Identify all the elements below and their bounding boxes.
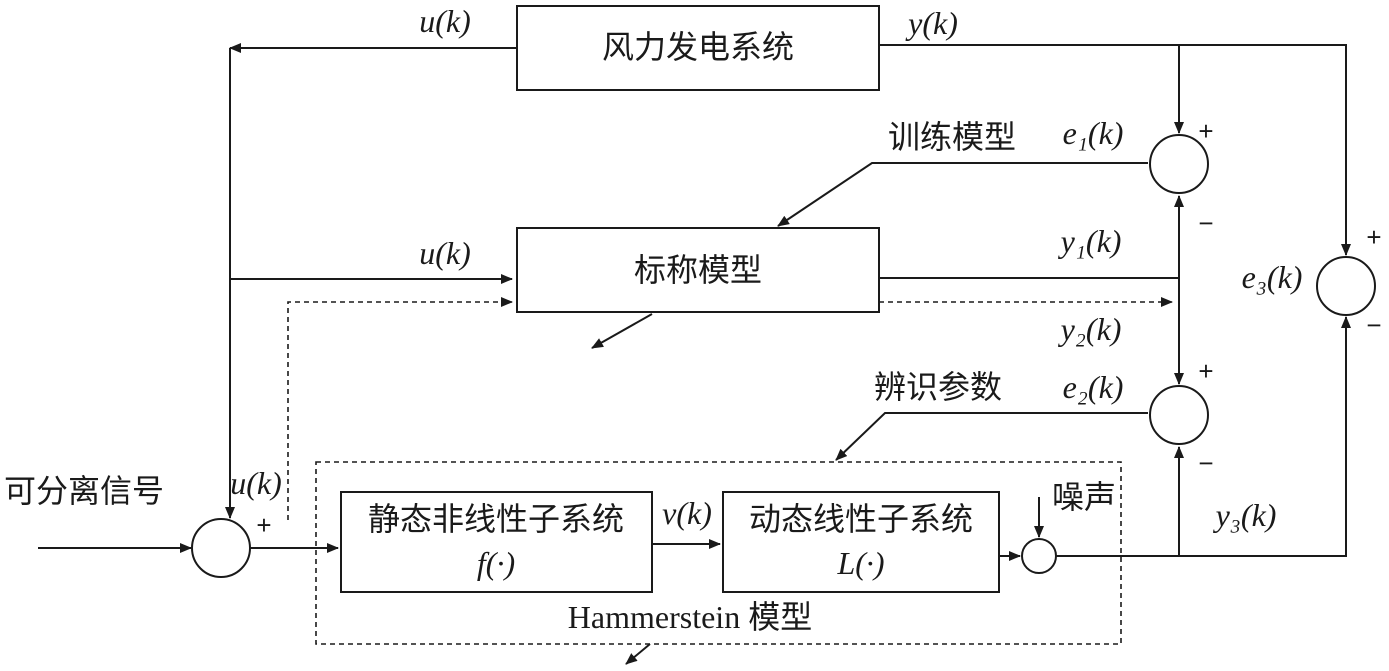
e1-summing-junction [1149, 134, 1209, 194]
dynamic-function-label: L(·) [836, 545, 884, 581]
nominal-model-block [516, 227, 880, 313]
identify-params-arrow [835, 412, 1148, 461]
y2-label: y₂(k) [1058, 311, 1122, 347]
y1-label: y₁(k) [1058, 223, 1122, 259]
noise-label: 噪声 [1052, 478, 1116, 516]
train-model-label: 训练模型 [888, 118, 1016, 156]
static-function-label: f(·) [477, 545, 515, 581]
v-label: v(k) [662, 495, 712, 531]
hammerstein-model-label: Hammerstein 模型 [568, 599, 812, 635]
wind-power-system-label: 风力发电系统 [602, 28, 794, 66]
u-bottom-label: u(k) [230, 465, 282, 501]
static-nonlinear-block [340, 491, 653, 593]
train-model-arrow [777, 162, 1148, 227]
y3-output-wire [1056, 316, 1351, 557]
input-sum-plus-sign: + [256, 510, 271, 540]
identify-params-label: 辨识参数 [874, 368, 1002, 406]
separable-signal-label: 可分离信号 [4, 472, 164, 510]
nominal-model-label: 标称模型 [634, 251, 762, 289]
e3-plus-sign: + [1366, 222, 1381, 252]
e3-summing-junction [1316, 256, 1376, 316]
wind-power-system-block [516, 5, 880, 91]
e2-plus-sign: + [1198, 356, 1213, 386]
e2-label: e₂(k) [1063, 369, 1124, 405]
e1-plus-sign: + [1198, 116, 1213, 146]
y3-label: y₃(k) [1213, 497, 1277, 533]
e1-minus-sign: − [1198, 208, 1213, 238]
hammerstein-model-boundary [315, 461, 1122, 645]
dashed-sum-to-nominal [287, 297, 513, 520]
y-output-wire [879, 44, 1351, 256]
y-label: y(k) [905, 5, 958, 41]
dynamic-linear-block [722, 491, 1000, 593]
e1-label: e₁(k) [1063, 115, 1124, 151]
noise-summing-junction [1021, 538, 1057, 574]
u-top-label: u(k) [419, 3, 471, 39]
e2-summing-junction [1149, 385, 1209, 445]
e3-minus-sign: − [1366, 310, 1381, 340]
input-summing-junction [191, 518, 251, 578]
e3-label: e₃(k) [1242, 259, 1303, 295]
nominal-adjust-arrow [591, 313, 653, 349]
e2-minus-sign: − [1198, 448, 1213, 478]
hammerstein-adjust-arrow [625, 643, 651, 665]
dynamic-linear-label: 动态线性子系统 [749, 500, 973, 538]
u-mid-label: u(k) [419, 235, 471, 271]
static-nonlinear-label: 静态非线性子系统 [368, 500, 624, 538]
